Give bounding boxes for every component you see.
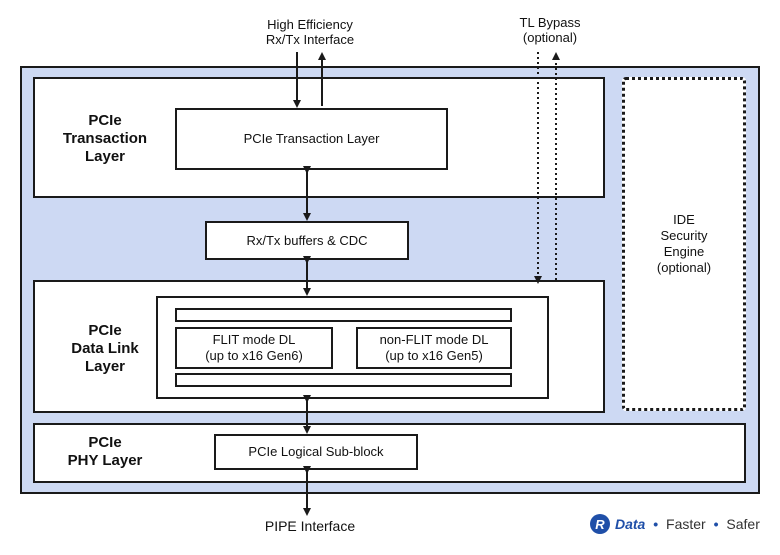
logical-sub-block: PCIe Logical Sub-block — [214, 434, 418, 470]
ide-line4: (optional) — [656, 260, 712, 275]
tl-bypass-line2: (optional) — [522, 30, 578, 45]
transaction-layer-label: PCIe Transaction Layer — [40, 112, 170, 166]
separator-2: • — [713, 516, 719, 532]
tagline-safer: Safer — [726, 516, 760, 532]
brand-logo-icon: R — [590, 514, 610, 534]
branding: R Data • Faster • Safer — [590, 514, 760, 534]
transaction-label-line2: Transaction — [62, 130, 148, 147]
tl-bypass-line1: TL Bypass — [519, 15, 581, 30]
phy-layer-label: PCIe PHY Layer — [40, 434, 170, 470]
dl-top-bar — [175, 308, 512, 322]
tagline-faster: Faster — [666, 516, 706, 532]
brand-word: Data — [615, 516, 646, 532]
flit-line2: (up to x16 Gen6) — [205, 348, 303, 363]
ide-line2: Security — [660, 228, 708, 243]
tl-bypass-label: TL Bypass (optional) — [490, 15, 610, 45]
transaction-label-line3: Layer — [84, 148, 126, 165]
ide-line1: IDE — [673, 212, 695, 227]
nonflit-line1: non-FLIT mode DL — [379, 332, 489, 347]
high-efficiency-line2: Rx/Tx Interface — [265, 32, 355, 47]
high-efficiency-label: High Efficiency Rx/Tx Interface — [230, 17, 390, 47]
data-link-layer-label: PCIe Data Link Layer — [40, 322, 170, 376]
high-efficiency-line1: High Efficiency — [267, 17, 353, 32]
data-link-label-line3: Layer — [84, 358, 126, 375]
dl-bottom-bar — [175, 373, 512, 387]
data-link-label-line1: PCIe — [88, 322, 122, 339]
phy-label-line2: PHY Layer — [67, 452, 143, 469]
transaction-layer-block: PCIe Transaction Layer — [175, 108, 448, 170]
non-flit-mode-dl-block: non-FLIT mode DL (up to x16 Gen5) — [356, 327, 512, 369]
pipe-interface-label: PIPE Interface — [264, 518, 356, 534]
separator-1: • — [653, 516, 659, 532]
ide-security-engine: IDE Security Engine (optional) — [622, 77, 746, 411]
data-link-label-line2: Data Link — [71, 340, 139, 357]
brand-tagline: Data • Faster • Safer — [615, 516, 760, 532]
nonflit-line2: (up to x16 Gen5) — [385, 348, 483, 363]
phy-label-line1: PCIe — [88, 434, 122, 451]
ide-line3: Engine — [663, 244, 705, 259]
flit-mode-dl-block: FLIT mode DL (up to x16 Gen6) — [175, 327, 333, 369]
transaction-label-line1: PCIe — [88, 112, 122, 129]
flit-line1: FLIT mode DL — [212, 332, 296, 347]
